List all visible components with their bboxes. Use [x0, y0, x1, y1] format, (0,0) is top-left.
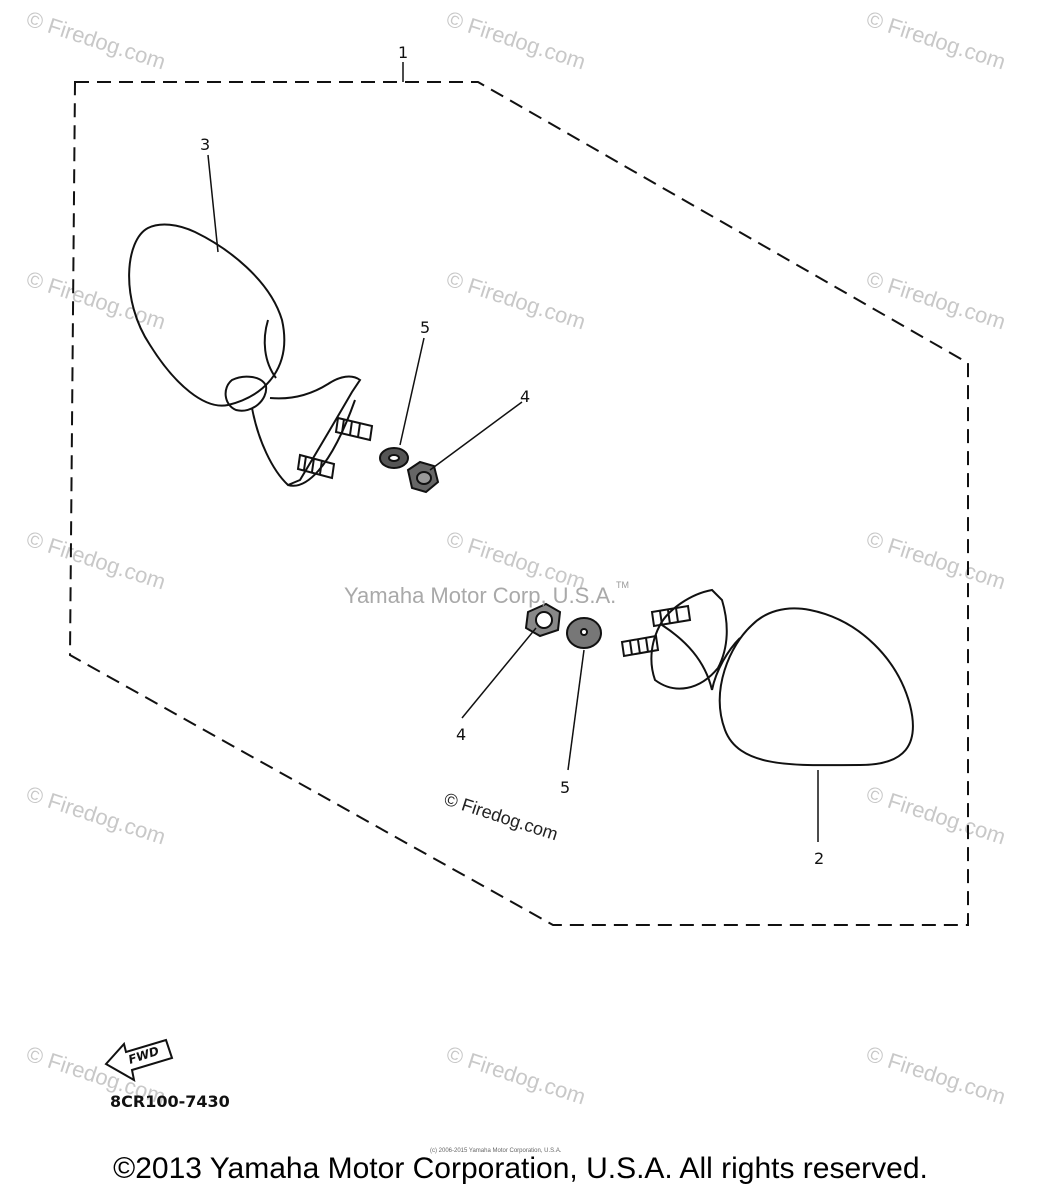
mirror-right — [620, 588, 914, 767]
callout-1: 1 — [398, 43, 408, 62]
fwd-arrow-icon: FWD — [104, 1038, 174, 1082]
watermark-grid: © Firedog.com © Firedog.com © Firedog.co… — [23, 6, 1008, 1109]
callouts: 1 2 3 4 4 5 5 — [200, 43, 824, 868]
watermark: © Firedog.com — [863, 6, 1008, 74]
callout-3: 3 — [200, 135, 210, 154]
watermark: © Firedog.com — [443, 266, 588, 334]
callout-4-lower: 4 — [456, 725, 466, 744]
leader-lines — [207, 154, 819, 842]
assembly-boundary — [68, 81, 969, 926]
watermark: © Firedog.com — [863, 266, 1008, 334]
callout-5-lower: 5 — [560, 778, 570, 797]
watermark: © Firedog.com — [863, 781, 1008, 849]
callout-5-upper: 5 — [420, 318, 430, 337]
callout-2: 2 — [814, 849, 824, 868]
watermark: © Firedog.com — [23, 526, 168, 594]
tiny-copyright: (c) 2006-2015 Yamaha Motor Corporation, … — [430, 1148, 562, 1154]
watermark: © Firedog.com — [23, 6, 168, 74]
tm-mark: TM — [616, 580, 629, 590]
watermark: © Firedog.com — [443, 1041, 588, 1109]
nut-lower — [524, 602, 562, 638]
callout-4-upper: 4 — [520, 387, 530, 406]
mirror-left — [128, 223, 374, 487]
part-code: 8CR100-7430 — [110, 1092, 230, 1111]
center-watermark: © Firedog.com — [442, 789, 561, 845]
watermark: © Firedog.com — [443, 6, 588, 74]
washer-lower — [566, 617, 602, 649]
corp-watermark: Yamaha Motor Corp, U.S.A. — [344, 583, 616, 608]
watermark: © Firedog.com — [863, 526, 1008, 594]
washer-upper — [379, 447, 409, 469]
watermark: © Firedog.com — [23, 266, 168, 334]
copyright-notice: ©2013 Yamaha Motor Corporation, U.S.A. A… — [113, 1152, 928, 1185]
watermark: © Firedog.com — [863, 1041, 1008, 1109]
watermark: © Firedog.com — [23, 781, 168, 849]
